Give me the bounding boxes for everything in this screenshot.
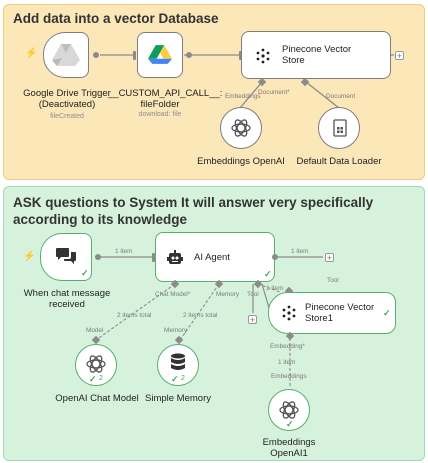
port-label: Embeddings [225,93,261,100]
run-count: 2 [181,375,185,382]
success-check-icon: ✓ [383,308,391,318]
node-label: Pinecone Vector Store [282,44,352,66]
node-label: Embeddings OpenAI [197,156,285,167]
dashed-connection [95,283,176,341]
document-icon [333,119,347,137]
default-data-loader-node[interactable] [318,107,360,149]
node-label: Embeddings OpenAI1 [262,437,316,459]
google-drive-trigger-node[interactable] [43,32,89,78]
success-check-icon: ✓ [81,268,89,278]
edge-item-count: 1 item [266,285,284,292]
dashed-connection [179,283,220,341]
google-drive-icon [52,44,80,66]
edge-item-count: 1 item [278,359,296,366]
openai-chat-model-node[interactable]: ✓ 2 [75,344,117,386]
add-node-plus-icon[interactable]: + [325,253,334,263]
success-check-icon: ✓ [286,419,294,429]
run-count: 2 [99,375,103,382]
connection-line [239,81,263,109]
input-handle[interactable] [133,51,136,60]
edge-item-count: 2 items total [183,312,218,319]
port-label: Embeddings [271,373,307,380]
trigger-lightning-icon: ⚡ [25,48,38,59]
edge-item-count: 1 item [115,248,133,255]
output-handle[interactable] [95,254,101,260]
node-label: __CUSTOM_API_CALL__: fileFolder [108,88,223,110]
port-label: Memory [164,327,188,334]
node-subtitle: download: file [138,111,182,118]
port-label: Tool [247,291,259,298]
output-handle[interactable] [272,254,278,260]
port-label: Memory [216,291,240,298]
chat-bubbles-icon [56,248,76,264]
node-label: Default Data Loader [296,156,382,167]
add-tool-plus-icon[interactable]: + [248,315,257,325]
edge-item-count: 1 item [291,248,309,255]
add-node-plus-icon[interactable]: + [395,51,404,61]
port-label: Document [326,93,356,100]
embeddings-openai-node[interactable] [220,107,262,149]
success-check-icon: ✓ [171,374,179,384]
robot-icon [167,250,183,264]
edge-item-count: 2 items total [117,312,152,319]
port-label: Model [86,327,104,334]
google-drive-icon [148,45,172,64]
simple-memory-node[interactable]: ✓ 2 [157,344,199,386]
node-label: Pinecone Vector Store1 [305,302,375,324]
node-label: Simple Memory [145,393,211,404]
pinecone-vector-store1-node[interactable]: Pinecone Vector Store1 ✓ [268,292,396,334]
section-title: ASK questions to System It will answer v… [13,195,374,227]
embeddings-openai1-node[interactable]: ✓ [268,389,310,431]
pinecone-vector-store-node[interactable]: Pinecone Vector Store [241,31,391,79]
port-label: Document* [258,89,290,96]
node-label: When chat message received [23,288,111,310]
output-handle[interactable] [186,52,192,58]
custom-api-call-node[interactable] [137,32,183,78]
openai-icon [279,401,299,419]
input-handle[interactable] [239,51,242,60]
dashed-connection [257,283,281,293]
database-icon [171,353,185,370]
port-label: Tool [327,277,339,284]
output-handle[interactable] [93,52,99,58]
port-label: Embedding* [270,343,305,350]
node-label: AI Agent [194,252,230,263]
success-check-icon: ✓ [89,374,97,384]
section-title: Add data into a vector Database [13,11,219,26]
trigger-lightning-icon: ⚡ [23,251,36,262]
node-label: Google Drive Trigger (Deactivated) [23,88,111,110]
input-handle[interactable] [152,253,155,262]
openai-icon [231,119,251,137]
ai-agent-node[interactable]: AI Agent ✓ [155,232,275,282]
node-label: OpenAI Chat Model [55,393,139,404]
pinecone-icon [282,305,296,321]
success-check-icon: ✓ [264,269,272,279]
node-subtitle: fileCreated [50,113,84,120]
connection-line [305,81,340,109]
port-label: Chat Model* [155,291,191,298]
pinecone-icon [256,48,270,64]
openai-icon [86,355,106,373]
chat-trigger-node[interactable]: ✓ [40,233,92,281]
